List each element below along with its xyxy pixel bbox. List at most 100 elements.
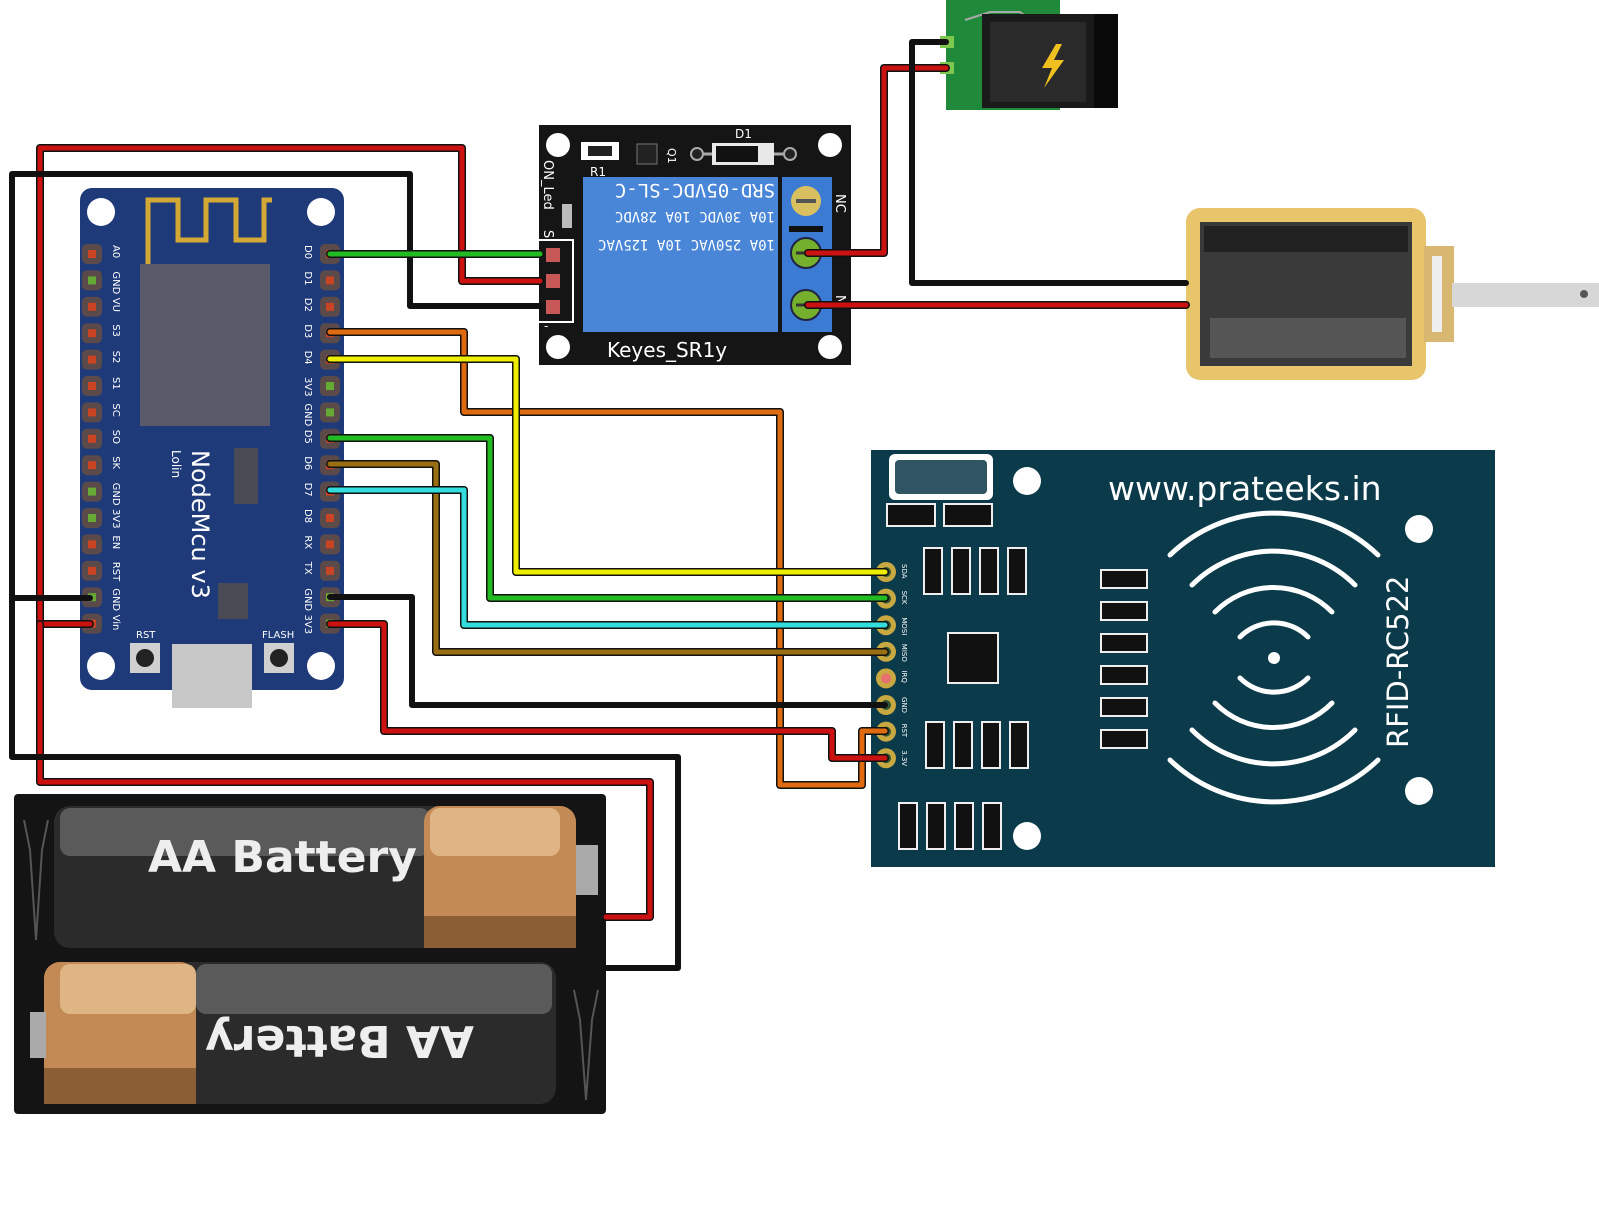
nodemcu-pin-right-1: D1 [302, 270, 340, 291]
nodemcu-pin-label: TX [302, 561, 313, 575]
rfid-module: www.prateeks.in RFID-RC522 SDA SCK MOSI MIS… [871, 450, 1495, 867]
nodemcu-pin-left-1: GND [82, 270, 121, 295]
nodemcu-pin-left-2: VU [82, 296, 121, 317]
nodemcu-pin-label: SC [110, 403, 121, 416]
nodemcu-title: NodeMcu v3 [186, 450, 214, 599]
nodemcu-pin-left-3: S3 [82, 323, 121, 344]
relay-rating-text-2: 10A 250VAC 10A 125VAC [598, 236, 775, 252]
rfid-pin-label: GND [900, 697, 908, 713]
nodemcu-pin-label: RST [110, 562, 121, 582]
nodemcu-pin-label: GND [302, 588, 313, 611]
nodemcu-pin-label: S3 [110, 324, 121, 337]
relay-pin-s [546, 248, 560, 262]
relay-r1-label: R1 [590, 165, 606, 179]
relay-pin-vcc [546, 274, 560, 288]
nodemcu-pin-label: D1 [302, 271, 313, 285]
antenna-icon [145, 197, 272, 265]
relay-s-label: S [540, 230, 555, 238]
nodemcu-pin-label: D2 [302, 298, 313, 312]
wire-battery-negative [9, 595, 681, 971]
relay-no-label: N [832, 295, 847, 305]
nodemcu-pin-right-11: RX [302, 534, 340, 555]
relay-block [583, 177, 778, 332]
nodemcu-pin-label: Vin [110, 615, 121, 631]
relay-module: R1 Q1 D1 ON_Led S - SRD-05VDC-SL-C 10A 3… [520, 125, 851, 365]
dc-power-jack [940, 0, 1118, 110]
relay-model-text: SRD-05VDC-SL-C [615, 179, 775, 201]
relay-d1-label: D1 [735, 127, 752, 141]
nodemcu-pin-label: D5 [302, 430, 313, 444]
nodemcu-pin-left-11: EN [82, 534, 121, 555]
rfid-pin-label: MISO [900, 644, 908, 663]
nodemcu-pin-label: 3V3 [110, 509, 121, 529]
nodemcu-pin-left-7: SO [82, 428, 121, 449]
nodemcu-pin-label: D8 [302, 509, 313, 523]
nodemcu-pin-label: 3V3 [302, 615, 313, 635]
rfid-name: RFID-RC522 [1381, 576, 1415, 749]
nodemcu-pin-label: 3V3 [302, 377, 313, 397]
battery-bottom: AA Battery [30, 962, 556, 1104]
battery-top: AA Battery [54, 806, 598, 948]
nodemcu-pin-label: SK [110, 456, 121, 469]
relay-rating-text-1: 10A 30VDC 10A 28VDC [615, 208, 775, 224]
wire-gnd-relay-gnd [9, 171, 543, 601]
rfid-pin-irq: IRQ [876, 668, 908, 689]
rfid-pin-label: IRQ [900, 670, 908, 683]
nodemcu-pin-right-2: D2 [302, 296, 340, 317]
solenoid-lock [1186, 208, 1599, 380]
nodemcu-pin-label: D4 [302, 351, 313, 365]
rfid-antenna-icon [1167, 510, 1381, 805]
nodemcu-pin-label: S1 [110, 377, 121, 390]
relay-pin-gnd [546, 300, 560, 314]
rfid-pin-label: RST [900, 724, 908, 738]
rfid-pin-label: MOSI [900, 617, 908, 635]
wires [9, 39, 1190, 971]
nodemcu-pin-label: RX [302, 535, 313, 549]
nodemcu-pin-label: SO [110, 430, 121, 444]
nodemcu-pin-left-0: A0 [82, 244, 121, 264]
nodemcu-pin-label: S2 [110, 351, 121, 364]
lightning-icon [1042, 44, 1064, 88]
rfid-pin-label: SCK [900, 591, 908, 605]
relay-onled-label: ON_Led [540, 160, 555, 210]
wire-dcjack-solenoid-negative [909, 39, 1189, 286]
nodemcu-pin-label: GND [110, 271, 121, 294]
nodemcu-pin-left-5: S1 [82, 376, 121, 396]
nodemcu-pin-left-8: SK [82, 455, 121, 476]
nodemcu-pin-label: D0 [302, 245, 313, 259]
nodemcu-pin-left-6: SC [82, 402, 121, 423]
nodemcu-pin-left-12: RST [82, 560, 121, 582]
relay-q1-label: Q1 [665, 148, 678, 164]
nodemcu-pin-label: VU [110, 298, 121, 312]
battery-top-label: AA Battery [148, 832, 417, 883]
battery-bottom-label: AA Battery [205, 1015, 474, 1066]
nodemcu-pin-right-10: D8 [302, 508, 340, 528]
relay-nc-label: NC [832, 194, 847, 213]
nodemcu-pin-left-10: 3V3 [82, 508, 121, 529]
nodemcu-pin-label: GND [302, 403, 313, 426]
nodemcu-pin-left-4: S2 [82, 349, 121, 370]
flash-label: FLASH [262, 630, 294, 641]
nodemcu-pin-right-5: 3V3 [302, 376, 340, 397]
nodemcu-pin-label: GND [110, 483, 121, 506]
nodemcu-pin-left-9: GND [82, 481, 121, 506]
nodemcu-pin-label: D7 [302, 483, 313, 497]
nodemcu-pin-label: A0 [110, 245, 121, 258]
nodemcu-pin-label: GND [110, 588, 121, 611]
usb-connector [172, 644, 252, 708]
nodemcu-pin-right-6: GND [302, 402, 340, 427]
rfid-url: www.prateeks.in [1108, 469, 1382, 508]
nodemcu-pin-right-12: TX [302, 560, 340, 581]
nodemcu-maker: Lolin [169, 450, 183, 478]
nodemcu-pin-label: D6 [302, 456, 313, 470]
wire-gnd-rfid-gnd [327, 594, 888, 708]
rfid-pin-label: SDA [900, 564, 908, 579]
rfid-pin-label: 3.3V [900, 750, 908, 766]
nodemcu-pin-label: D3 [302, 324, 313, 338]
rst-label: RST [136, 630, 156, 641]
battery-holder: AA Battery AA Battery [14, 794, 606, 1114]
svg-text:-: - [544, 319, 548, 333]
